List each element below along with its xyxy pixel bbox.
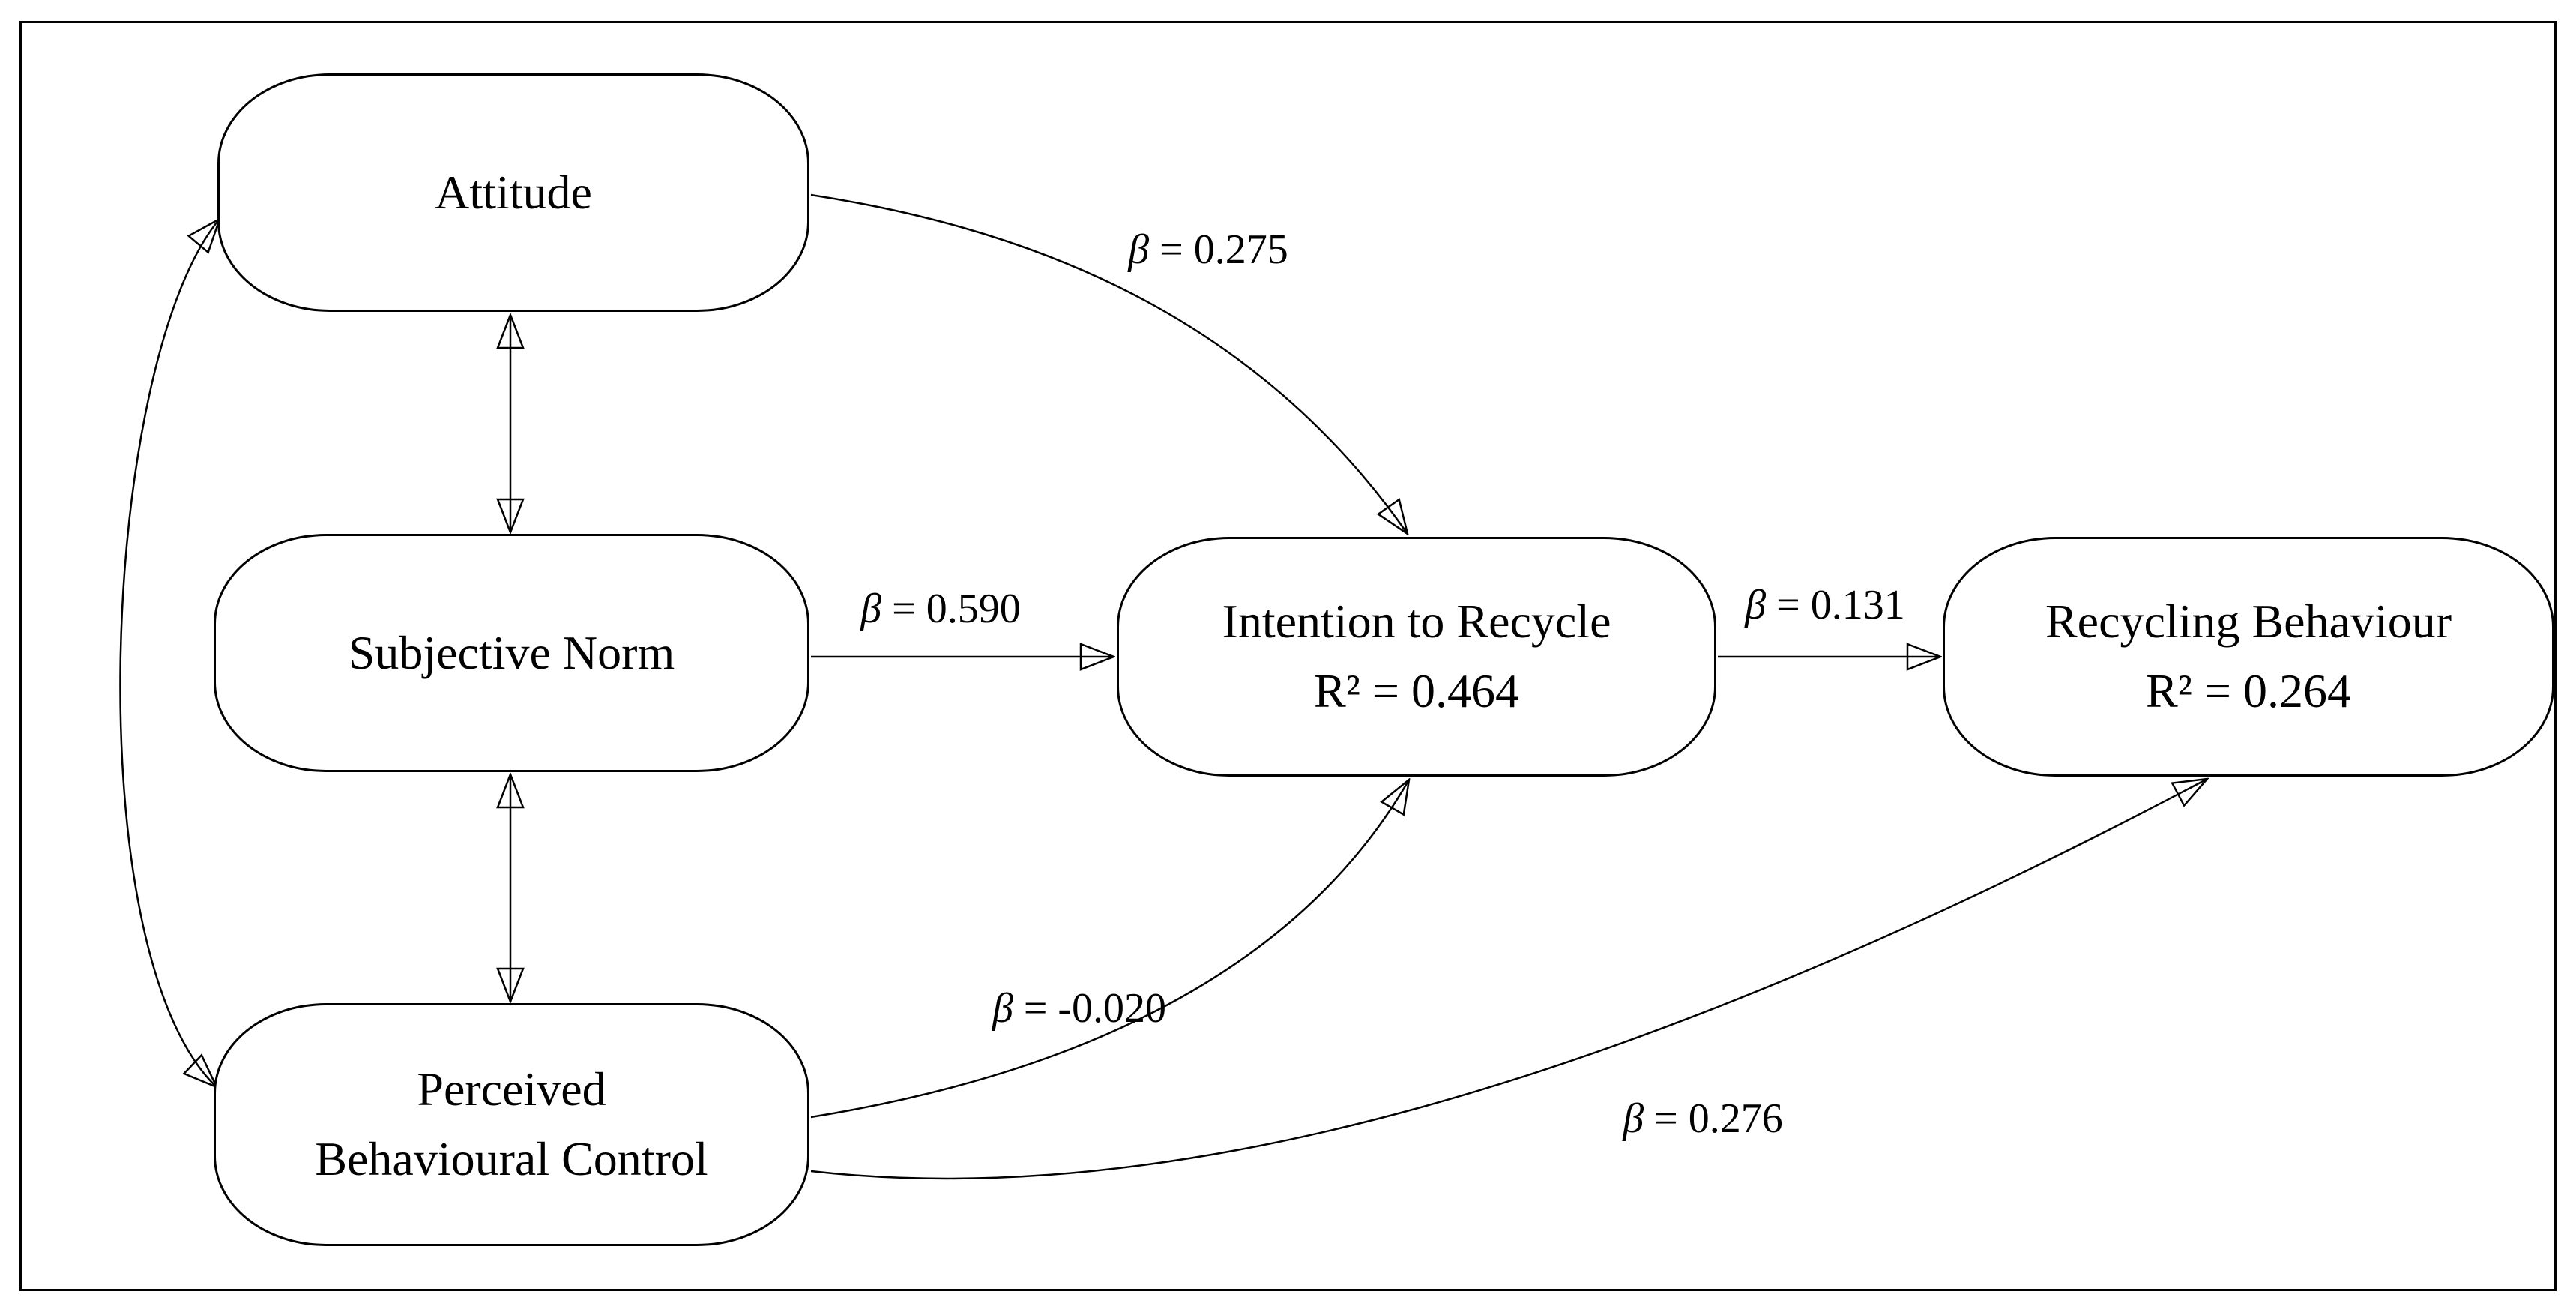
node-behaviour-label: Recycling Behaviour (2045, 595, 2452, 649)
node-perceived-behavioural-control: Perceived Behavioural Control (214, 1003, 809, 1246)
node-recycling-behaviour: Recycling Behaviour R² = 0.264 (1943, 537, 2554, 777)
node-attitude-label: Attitude (435, 165, 592, 219)
node-subjective-norm-label: Subjective Norm (348, 625, 675, 679)
node-intention-r2: R² = 0.464 (1314, 664, 1519, 717)
connector-attitude-intention (810, 193, 1408, 534)
node-pbc-label-line2: Behavioural Control (315, 1132, 708, 1185)
node-behaviour-r2: R² = 0.264 (2146, 664, 2351, 717)
beta-label-attitude-intention: β = 0.275 (1128, 226, 1288, 273)
beta-label-intention-behaviour: β = 0.131 (1745, 582, 1905, 628)
node-attitude: Attitude (217, 73, 809, 312)
covariance-attitude-pbc (119, 219, 220, 1087)
node-intention-label: Intention to Recycle (1222, 595, 1611, 649)
beta-label-pbc-intention: β = -0.020 (992, 985, 1167, 1032)
connector-pbc-behaviour (810, 779, 2207, 1180)
node-pbc-label-line1: Perceived (417, 1062, 606, 1116)
connector-pbc-intention (810, 780, 1409, 1119)
beta-label-pbc-behaviour: β = 0.276 (1623, 1095, 1783, 1142)
node-intention-to-recycle: Intention to Recycle R² = 0.464 (1117, 537, 1716, 777)
beta-label-sn-intention: β = 0.590 (860, 586, 1021, 632)
node-subjective-norm: Subjective Norm (214, 534, 809, 772)
